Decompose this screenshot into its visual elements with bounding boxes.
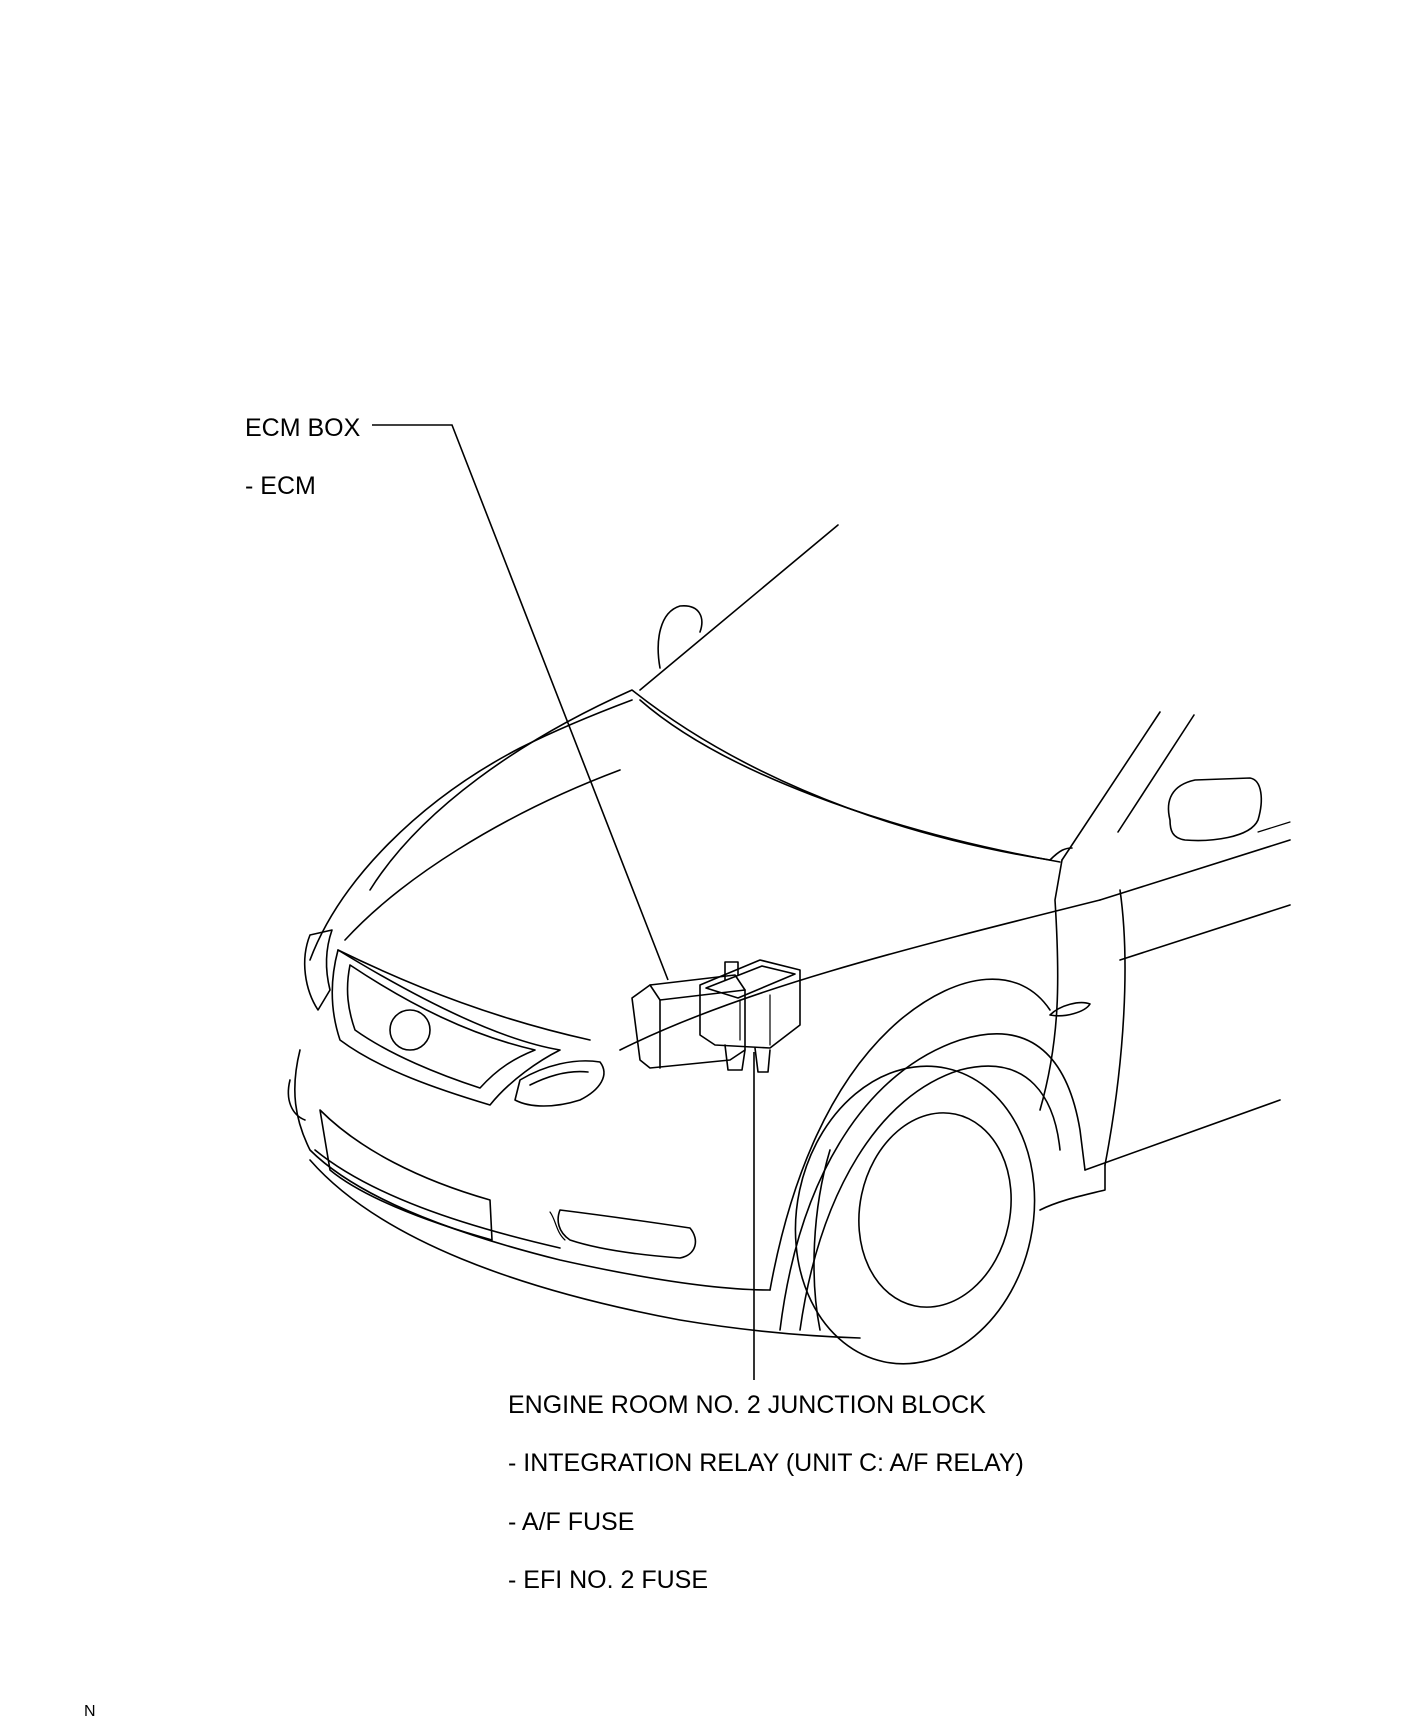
headlight-right-outer xyxy=(514,1060,605,1107)
hood-crease-center xyxy=(639,699,1061,863)
junction-block-top xyxy=(649,984,746,1001)
hood-line-lower xyxy=(344,769,621,941)
rocker xyxy=(1084,1099,1281,1171)
fender-front xyxy=(769,978,1051,1291)
junction-block-label: ENGINE ROOM NO. 2 JUNCTION BLOCK xyxy=(508,1391,986,1419)
mirror-right xyxy=(1167,777,1263,842)
tire-outer xyxy=(794,1065,1036,1365)
a-pillar-inner xyxy=(1117,714,1195,833)
ecm-box-body xyxy=(699,959,801,1049)
grille-inner xyxy=(346,964,536,1089)
junction-block-item-af-fuse: - A/F FUSE xyxy=(508,1508,635,1536)
headlight-left xyxy=(303,929,333,1011)
door-front-edge xyxy=(1104,889,1126,1166)
ecm-box-item-ecm: - ECM xyxy=(245,472,316,500)
fender-belt xyxy=(1039,859,1063,1111)
ecm-box-bracket xyxy=(724,1044,771,1073)
junction-block-item-integration-relay: - INTEGRATION RELAY (UNIT C: A/F RELAY) xyxy=(508,1449,1024,1477)
junction-block-item-efi-no2-fuse: - EFI NO. 2 FUSE xyxy=(508,1566,709,1594)
corner-mark: N xyxy=(84,1703,96,1720)
ecm-box-lid xyxy=(705,965,796,999)
fog-lamp-right xyxy=(557,1209,697,1259)
lower-intake xyxy=(319,1109,493,1241)
ecm-box-label: ECM BOX xyxy=(245,414,361,442)
wheel-arch-outer xyxy=(779,1033,1086,1331)
junction-block-box xyxy=(631,974,746,1069)
hood-outline xyxy=(369,689,1073,891)
side-crease xyxy=(1119,904,1291,961)
tire-shoulder xyxy=(813,1149,831,1331)
windshield-edge xyxy=(639,524,839,691)
headlight-right-inner xyxy=(529,1070,589,1086)
rocker-lower xyxy=(1039,1164,1106,1211)
hood-crease-left xyxy=(309,699,633,961)
grille-top-line xyxy=(337,949,591,1041)
door-line xyxy=(1099,839,1291,901)
bumper-upper xyxy=(294,1049,771,1291)
wheel-arch-inner xyxy=(799,1065,1061,1331)
fender-line xyxy=(619,899,1101,1051)
emblem xyxy=(389,1009,431,1051)
rim xyxy=(858,1112,1012,1308)
fog-lamp-left xyxy=(287,1079,306,1121)
ecm-box-leader xyxy=(372,424,669,981)
mirror-left xyxy=(657,605,703,669)
grille-outer xyxy=(331,949,561,1106)
a-pillar-outer xyxy=(1061,711,1161,861)
bumper-lower xyxy=(314,1149,561,1249)
chin xyxy=(309,1159,861,1339)
side-marker xyxy=(1049,1001,1091,1017)
